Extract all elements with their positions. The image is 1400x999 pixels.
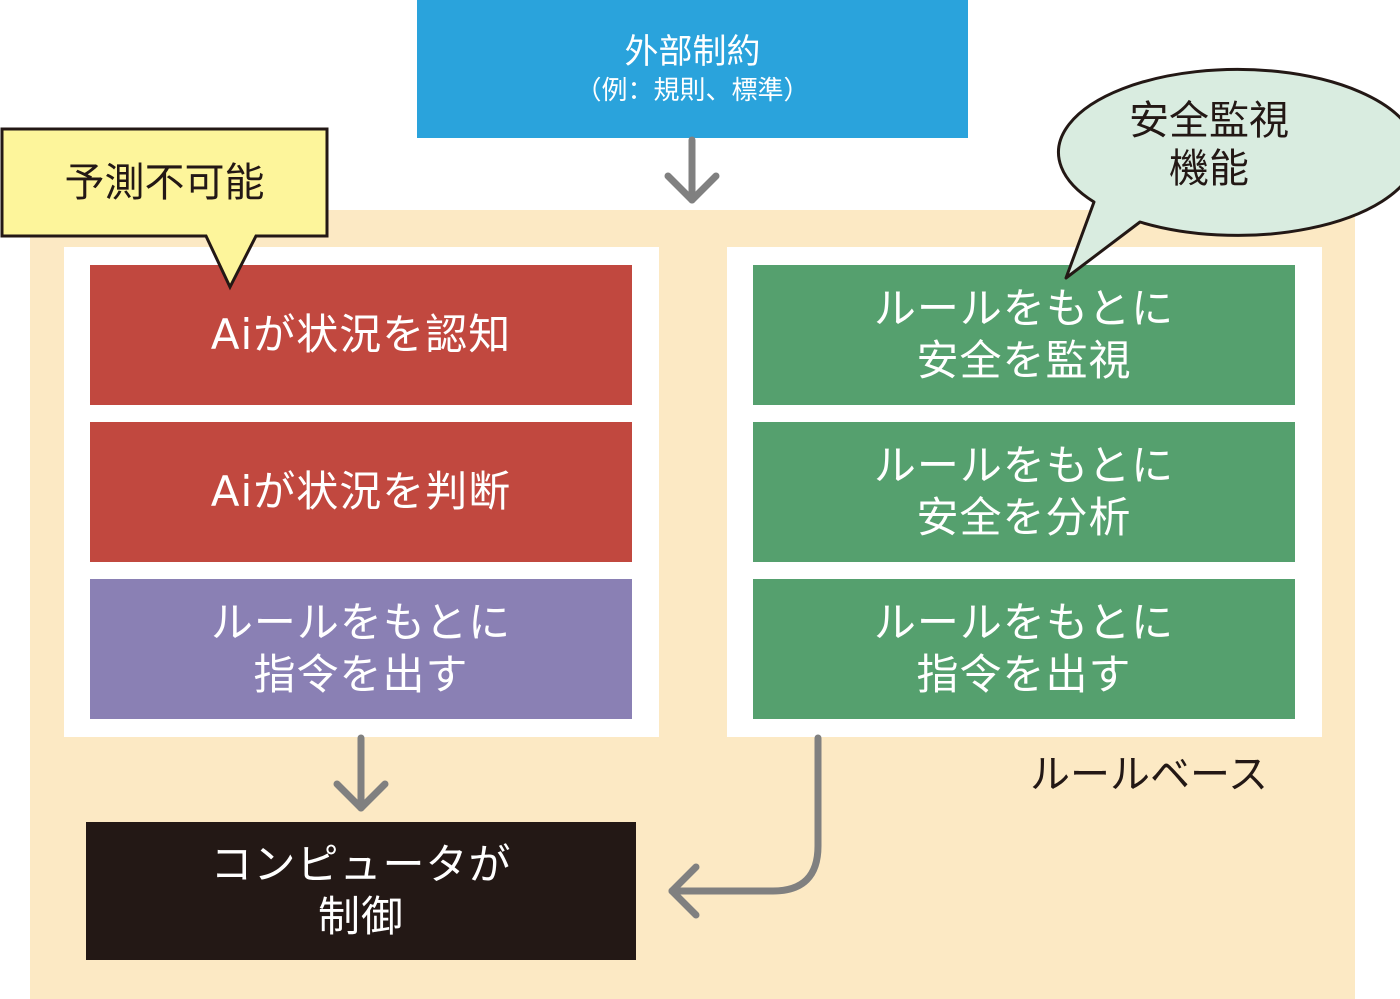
safety-monitor-line1: ルールをもとに xyxy=(873,284,1175,333)
right-command-box: ルールをもとに 指令を出す xyxy=(753,579,1295,719)
external-constraints-box: 外部制約 （例：規則、標準） xyxy=(417,0,968,138)
left-command-box: ルールをもとに 指令を出す xyxy=(90,579,632,719)
arrow-right-curve xyxy=(668,734,822,919)
ai-recognition-box: Aiが状況を認知 xyxy=(90,265,632,405)
ai-judgment-box: Aiが状況を判断 xyxy=(90,422,632,562)
left-command-line2: 指令を出す xyxy=(253,650,469,699)
external-constraints-subtitle: （例：規則、標準） xyxy=(575,76,810,106)
arrow-left-down xyxy=(333,734,389,812)
safety-monitor-bubble: 安全監視 機能 xyxy=(1030,72,1388,218)
ai-recognition-label: Aiが状況を認知 xyxy=(210,310,512,359)
left-command-line1: ルールをもとに xyxy=(210,598,512,647)
safety-monitor-box: ルールをもとに 安全を監視 xyxy=(753,265,1295,405)
rule-base-label: ルールベース xyxy=(1030,752,1268,798)
external-constraints-title: 外部制約 xyxy=(624,32,761,72)
unpredictable-text: 予測不可能 xyxy=(64,159,265,206)
right-command-line2: 指令を出す xyxy=(916,650,1132,699)
safety-monitor-line2: 安全を監視 xyxy=(916,336,1132,385)
safety-monitor-bubble-line2: 機能 xyxy=(1169,146,1249,192)
computer-control-box: コンピュータが 制御 xyxy=(86,822,636,960)
safety-analysis-line2: 安全を分析 xyxy=(916,493,1132,542)
computer-control-line1: コンピュータが xyxy=(210,840,512,889)
safety-monitor-bubble-line1: 安全監視 xyxy=(1129,98,1289,144)
unpredictable-callout-shape xyxy=(0,127,329,291)
safety-analysis-line1: ルールをもとに xyxy=(873,441,1175,490)
safety-monitor-bubble-shape xyxy=(1057,67,1400,280)
arrow-top-down xyxy=(664,136,720,204)
safety-analysis-box: ルールをもとに 安全を分析 xyxy=(753,422,1295,562)
ai-judgment-label: Aiが状況を判断 xyxy=(210,467,512,516)
computer-control-line2: 制御 xyxy=(317,892,404,941)
right-command-line1: ルールをもとに xyxy=(873,598,1175,647)
unpredictable-callout: 予測不可能 xyxy=(2,129,327,236)
